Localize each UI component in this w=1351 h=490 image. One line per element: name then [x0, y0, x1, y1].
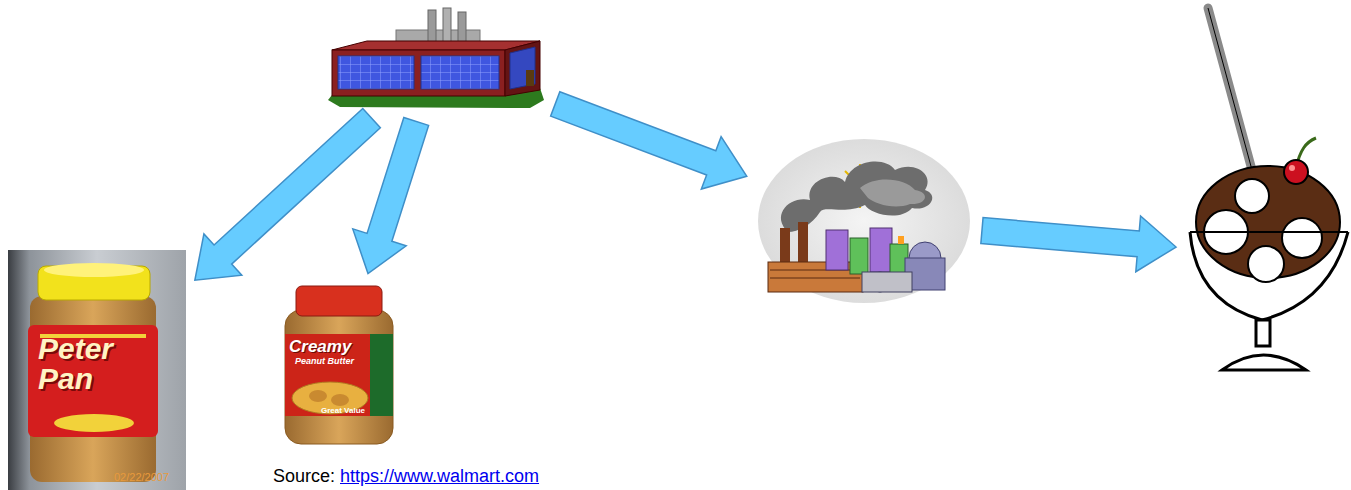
block-arrow [981, 216, 1176, 272]
block-arrow [551, 92, 747, 189]
block-arrow [353, 118, 429, 274]
source-link: https://www.walmart.com [340, 466, 539, 487]
jar-product-drawing [285, 286, 393, 444]
source-label: Source: [273, 466, 335, 487]
product-variety: Creamy [289, 338, 359, 355]
brand-name: Peter Pan [38, 334, 150, 394]
factory-icon [328, 8, 544, 110]
jar-product: CreamyPeanut ButterGreat Value [283, 285, 395, 445]
block-arrow [195, 109, 381, 281]
sundae-drawing [1190, 8, 1348, 370]
photo-date: 02/22/2007 [114, 472, 184, 483]
plant-drawing [758, 139, 970, 303]
sundae-icon [1188, 130, 1351, 380]
brand-name: Great Value [321, 407, 391, 415]
jar-photo: Peter Pan 02/22/2007 [8, 250, 186, 490]
jar-photo-drawing [8, 250, 186, 490]
polluting-plant [758, 138, 970, 303]
factory-drawing [328, 8, 544, 108]
product-name: Peanut Butter [295, 357, 375, 366]
